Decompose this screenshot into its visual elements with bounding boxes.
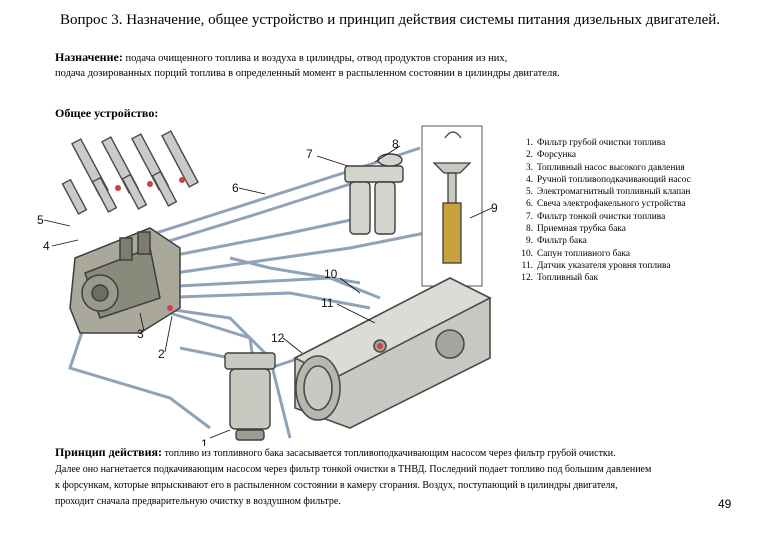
callout-8: 8 (392, 137, 399, 151)
diagram-callouts (43, 145, 493, 439)
slide-title: Вопрос 3. Назначение, общее устройство и… (59, 12, 721, 28)
callout-4: 4 (43, 239, 50, 253)
principle-label: Принцип действия: (55, 445, 162, 459)
fuel-system-diagram: 1 2 3 4 5 6 7 8 9 10 11 12 (37, 125, 498, 446)
callout-5: 5 (37, 213, 44, 227)
purpose-paragraph: Назначение: подача очищенного топлива и … (55, 50, 755, 81)
legend-item: 7.Фильтр тонкой очистки топлива (525, 211, 666, 222)
callout-7: 7 (306, 147, 313, 161)
component-legend: 1.Фильтр грубой очистки топлива 2.Форсун… (516, 137, 691, 285)
fuel-lines (68, 146, 451, 439)
callout-6: 6 (232, 181, 239, 195)
callout-2: 2 (158, 347, 165, 361)
injector-group (61, 130, 199, 215)
legend-item: 2.Форсунка (525, 150, 577, 161)
legend-item: 1.Фильтр грубой очистки топлива (525, 138, 666, 148)
legend-item: 6.Свеча электрофакельного устройства (525, 199, 686, 210)
callout-10: 10 (324, 267, 338, 281)
principle-line-2: Далее оно нагнетается подкачивающим насо… (55, 464, 652, 475)
legend-item: 11.Датчик указателя уровня топлива (521, 260, 671, 271)
legend-item: 4.Ручной топливоподкачивающий насос (525, 174, 691, 185)
principle-line-1: Принцип действия: топливо из топливного … (55, 445, 616, 459)
callout-3: 3 (137, 327, 144, 341)
high-pressure-pump (69, 227, 181, 334)
callout-9: 9 (491, 201, 498, 215)
page-number: 49 (718, 497, 732, 511)
diagram-number-labels: 1 2 3 4 5 6 7 8 9 10 11 12 (37, 137, 498, 446)
coarse-filter (224, 352, 276, 441)
legend-item: 5.Электромагнитный топливный клапан (525, 187, 691, 198)
legend-item: 3.Топливный насос высокого давления (525, 162, 685, 173)
callout-11: 11 (321, 296, 334, 310)
legend-item: 10.Сапун топливного бака (521, 248, 631, 259)
purpose-line-2: подача дозированных порций топлива в опр… (55, 68, 560, 79)
legend-item: 12.Топливный бак (521, 273, 599, 284)
callout-12: 12 (271, 331, 285, 345)
callout-1: 1 (201, 437, 208, 446)
general-structure-heading: Общее устройство: (55, 106, 159, 120)
fine-filter (344, 153, 404, 235)
legend-item: 9.Фильтр бака (525, 236, 587, 247)
purpose-line-1: подача очищенного топлива и воздуха в ци… (125, 53, 508, 64)
purpose-label: Назначение: (55, 50, 123, 64)
principle-line-4: проходит сначала предварительную очистку… (55, 496, 341, 507)
principle-line-3: к форсункам, которые впрыскивают его в р… (55, 480, 618, 491)
tank-filter-inset (421, 125, 483, 287)
principle-paragraph: Принцип действия: топливо из топливного … (55, 444, 777, 510)
legend-item: 8.Приемная трубка бака (525, 224, 626, 235)
fuel-tank (293, 277, 492, 429)
